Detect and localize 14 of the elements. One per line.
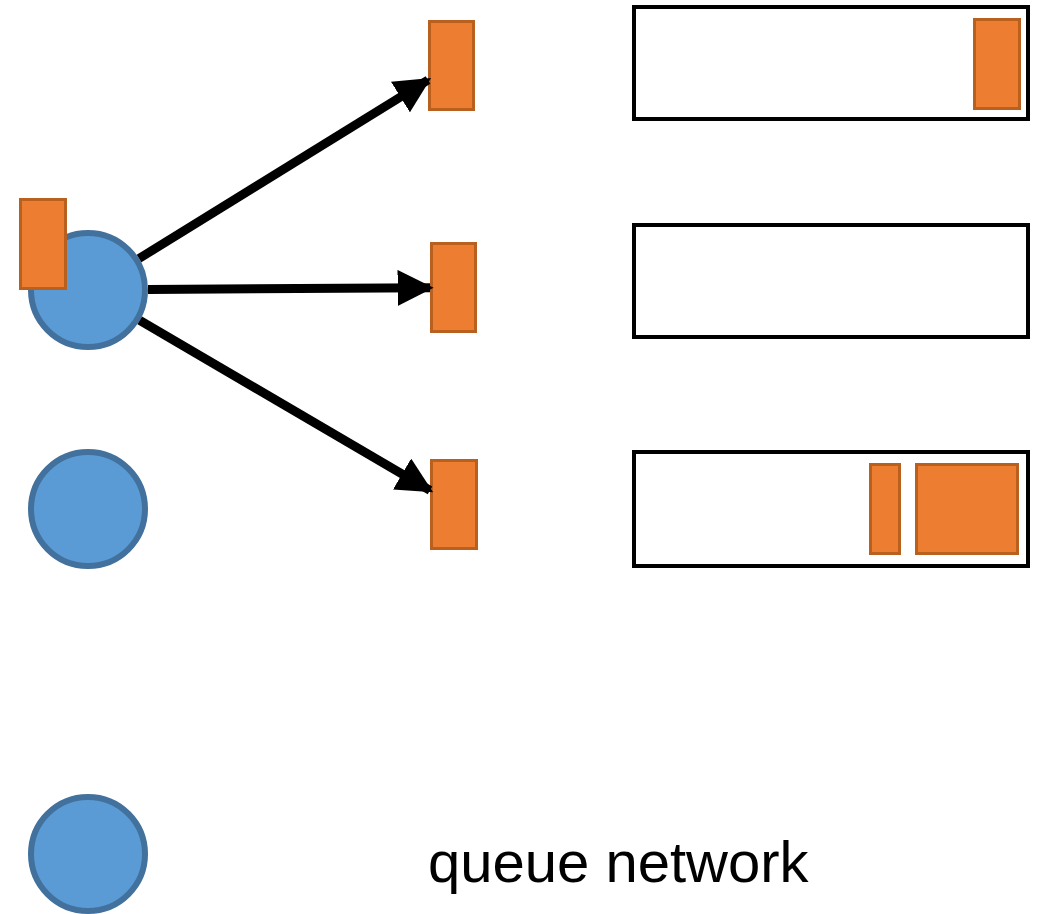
packet-block [869, 463, 901, 555]
arrow [147, 269, 434, 306]
packet-block [973, 18, 1021, 110]
queue-box [632, 223, 1030, 339]
packet-block [19, 198, 67, 290]
packet-block [428, 20, 475, 111]
arrow [137, 316, 434, 495]
caption-text: queue network [428, 828, 809, 895]
queue-box [632, 5, 1030, 121]
queue-box [632, 450, 1030, 568]
packet-block [430, 242, 477, 333]
arrow [136, 76, 432, 263]
packet-block [430, 459, 478, 550]
packet-block [915, 463, 1019, 555]
